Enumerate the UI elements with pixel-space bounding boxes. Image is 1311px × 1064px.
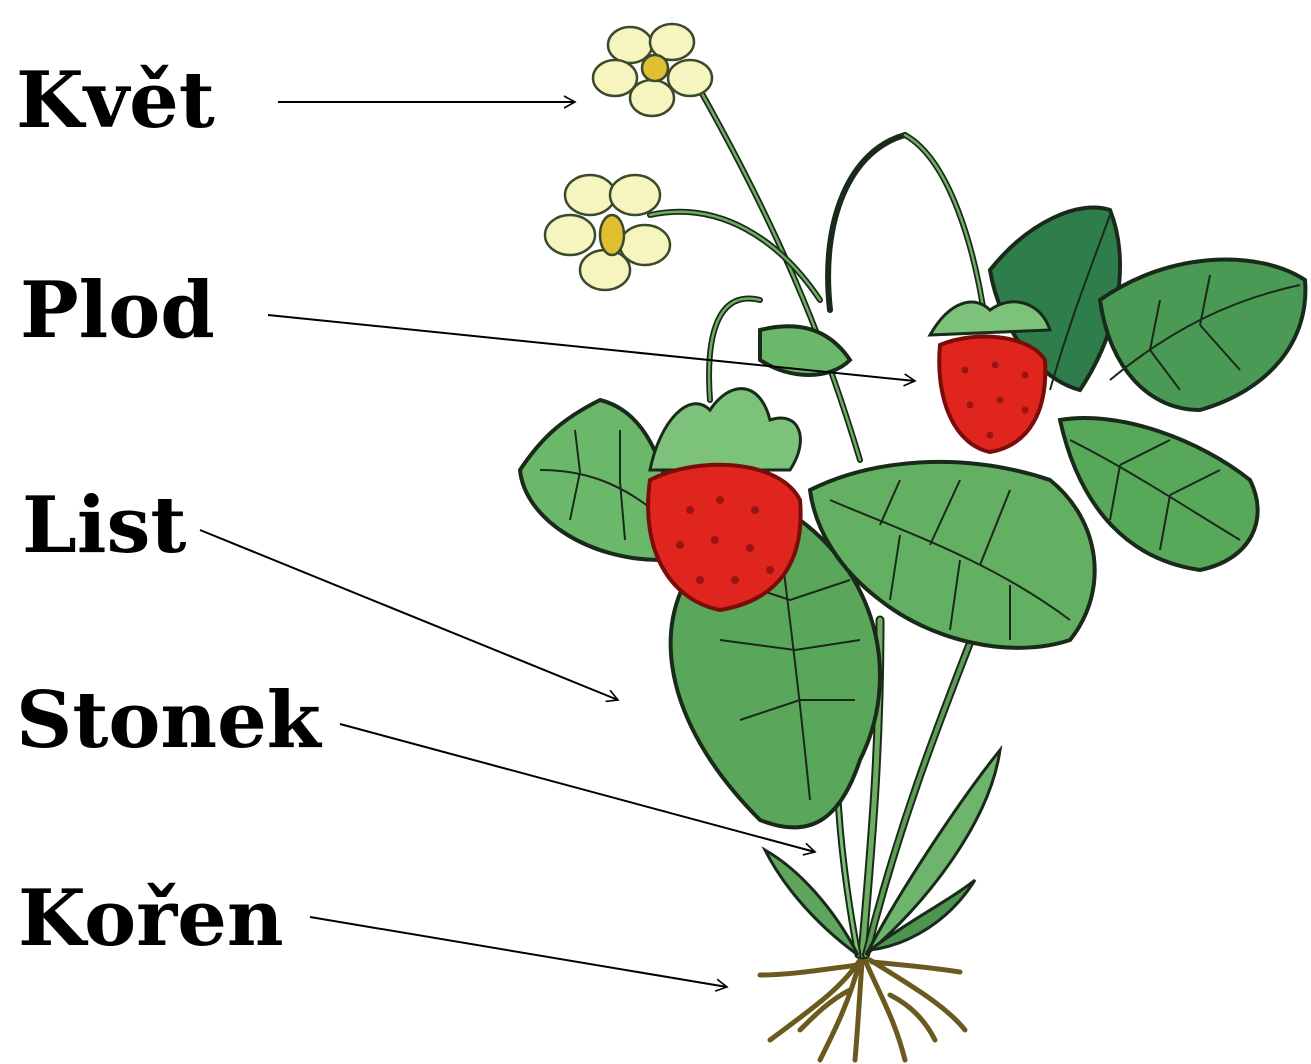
flower-side xyxy=(545,175,670,290)
label-fruit: Plod xyxy=(20,272,215,350)
flower-top xyxy=(593,24,712,116)
leaves xyxy=(520,208,1305,828)
roots xyxy=(760,960,965,1060)
label-flower: Květ xyxy=(16,62,215,140)
arrow-root xyxy=(310,917,727,987)
label-stem: Stonek xyxy=(16,682,321,760)
label-leaf: List xyxy=(22,487,186,565)
label-root: Kořen xyxy=(18,880,284,958)
